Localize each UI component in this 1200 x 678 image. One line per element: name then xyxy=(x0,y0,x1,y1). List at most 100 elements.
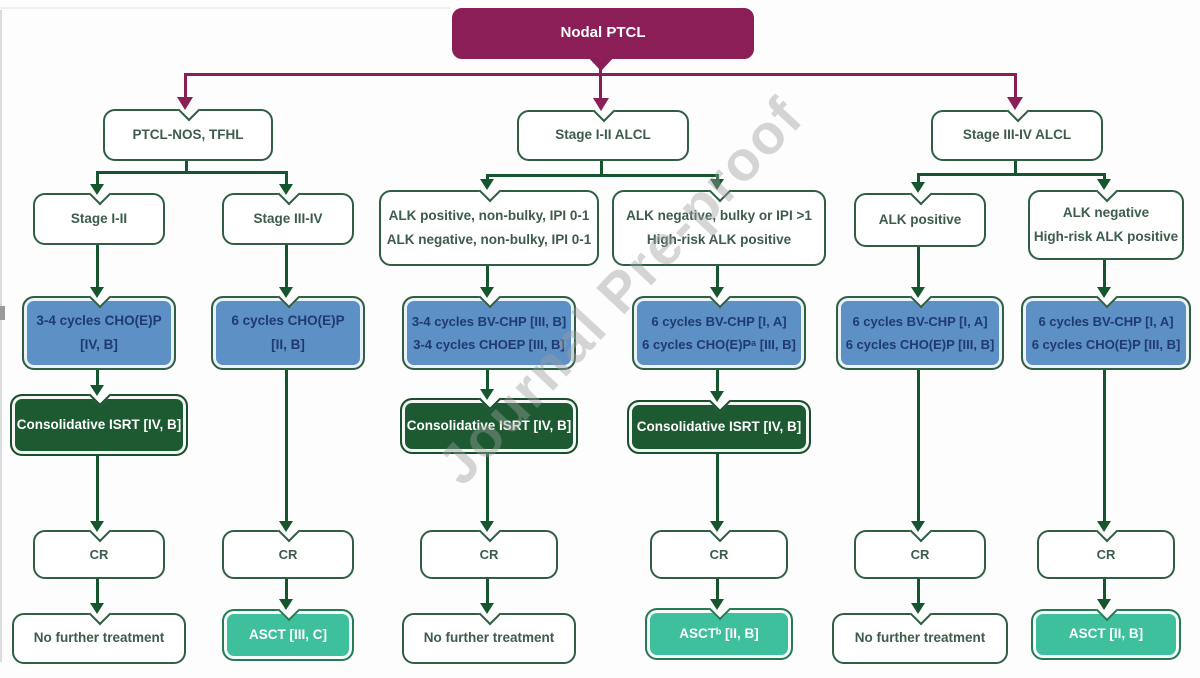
line-cr6-to-f6 xyxy=(1103,575,1106,600)
node-tx-bvchp-chop-6: 6 cycles BV-CHP [I, A] 6 cycles CHO(E)P … xyxy=(1021,285,1191,370)
line-drop-alknegb xyxy=(716,174,719,179)
node-label: CR xyxy=(278,546,298,562)
arrowhead-to-cr4 xyxy=(710,521,724,532)
node-alk-neg-bulky: ALK negative, bulky or IPI >1 High-risk … xyxy=(612,179,826,266)
line-alkneghr-to-tx6 xyxy=(1103,256,1106,288)
node-label: High-risk ALK positive xyxy=(646,232,792,247)
arrowhead-to-cr2 xyxy=(279,521,293,532)
node-cr-2: CR xyxy=(222,519,354,579)
node-label: 3-4 cycles CHO(E)P xyxy=(36,312,162,328)
node-label: 6 cycles CHO(E)P xyxy=(231,312,345,328)
node-label: ALK negative xyxy=(1062,204,1150,220)
line-drop-alkpos xyxy=(917,173,920,182)
node-label: CR xyxy=(89,546,109,562)
node-label: Nodal PTCL xyxy=(560,24,646,42)
line-root-down xyxy=(599,54,602,98)
line-drop-s34 xyxy=(285,171,288,184)
node-alk-pos-nonbulky: ALK positive, non-bulky, IPI 0-1 ALK neg… xyxy=(379,179,599,266)
node-tx-chop-iv-b: 3-4 cycles CHO(E)P [IV, B] xyxy=(22,285,176,370)
arrowhead-to-ptclnos xyxy=(177,97,193,110)
line-ptclnos-branch xyxy=(96,171,288,174)
line-root-left-drop xyxy=(184,73,187,98)
page-edge-mark xyxy=(0,306,5,320)
node-alk-positive: ALK positive xyxy=(854,182,986,247)
arrowhead-to-cr1 xyxy=(90,521,104,532)
node-asct-iii-c: ASCT [III, C] xyxy=(222,598,354,661)
node-label: [II, B] xyxy=(271,337,305,352)
line-alcl34-down xyxy=(1014,157,1017,173)
node-label: ALK positive xyxy=(878,211,962,227)
line-cr4-to-f4 xyxy=(716,575,719,600)
arrowhead-to-isrt1 xyxy=(90,385,104,396)
node-isrt-3: Consolidative ISRT [IV, B] xyxy=(400,387,578,454)
line-root-right-drop xyxy=(1014,73,1017,98)
node-tx-bvchp-chop-a: 6 cycles BV-CHP [I, A] 6 cycles CHO(E)Pᵃ… xyxy=(632,285,806,370)
line-alkpos-to-tx5 xyxy=(917,243,920,288)
arrowhead-to-f4 xyxy=(710,599,724,610)
arrowhead-to-f3 xyxy=(480,603,494,614)
node-label: 6 cycles BV-CHP [I, A] xyxy=(852,313,988,329)
line-tx3-to-isrt3 xyxy=(486,366,489,389)
node-label: 6 cycles BV-CHP [I, A] xyxy=(1038,313,1174,329)
line-tx2-to-cr2 xyxy=(285,366,288,521)
node-asct-b-ii-b: ASCTᵇ [II, B] xyxy=(645,597,793,660)
line-alcl12-down xyxy=(600,157,603,174)
node-label: CR xyxy=(709,546,729,562)
line-tx4-to-isrt4 xyxy=(716,366,719,391)
node-label: Consolidative ISRT [IV, B] xyxy=(406,417,572,433)
line-tx5-to-cr5 xyxy=(917,366,920,521)
node-cr-5: CR xyxy=(854,519,986,579)
node-label: Stage III-IV ALCL xyxy=(962,127,1072,143)
node-label: 6 cycles CHO(E)Pᵃ [III, B] xyxy=(642,337,796,352)
node-label: High-risk ALK positive xyxy=(1033,229,1179,244)
node-stage-1-2: Stage I-II xyxy=(33,182,165,245)
arrowhead-to-tx3 xyxy=(480,287,494,298)
arrowhead-to-tx5 xyxy=(911,287,925,298)
arrowhead-to-tx1 xyxy=(90,287,104,298)
node-no-further-treatment-5: No further treatment xyxy=(832,602,1008,664)
node-alk-negative-highrisk: ALK negative High-risk ALK positive xyxy=(1028,179,1184,260)
node-label: ASCT [II, B] xyxy=(1068,626,1144,642)
node-label: ALK negative, non-bulky, IPI 0-1 xyxy=(386,232,592,247)
node-stage-3-4: Stage III-IV xyxy=(222,182,354,245)
node-label: [IV, B] xyxy=(80,337,118,352)
line-alcl12-branch xyxy=(486,174,719,177)
node-label: ASCT [III, C] xyxy=(249,626,327,642)
node-label: No further treatment xyxy=(423,630,555,646)
node-label: Stage I-II ALCL xyxy=(555,127,651,143)
line-alcl34-branch xyxy=(917,173,1106,176)
arrowhead-to-alcl34 xyxy=(1007,97,1023,110)
line-cr1-to-f1 xyxy=(96,575,99,604)
line-tx6-to-cr6 xyxy=(1103,366,1106,521)
node-tx-bvchp-choep: 3-4 cycles BV-CHP [III, B] 3-4 cycles CH… xyxy=(402,285,576,370)
line-drop-s12 xyxy=(96,171,99,184)
line-s34-to-tx2 xyxy=(285,241,288,288)
node-label: 6 cycles CHO(E)P [III, B] xyxy=(1031,337,1181,352)
node-label: CR xyxy=(479,546,499,562)
node-label: CR xyxy=(910,546,930,562)
node-cr-1: CR xyxy=(33,519,165,579)
line-cr5-to-f5 xyxy=(917,575,920,604)
line-drop-alkposnb xyxy=(486,174,489,179)
node-label: 3-4 cycles BV-CHP [III, B] xyxy=(411,313,567,329)
node-label: 3-4 cycles CHOEP [III, B] xyxy=(413,337,565,352)
node-stage-1-2-alcl: Stage I-II ALCL xyxy=(517,99,689,161)
node-no-further-treatment-3: No further treatment xyxy=(402,602,576,664)
node-label: 6 cycles BV-CHP [I, A] xyxy=(651,313,787,329)
node-cr-6: CR xyxy=(1037,519,1175,579)
node-cr-4: CR xyxy=(650,519,788,579)
line-s12-to-tx1 xyxy=(96,241,99,288)
node-tx-bvchp-chop-5: 6 cycles BV-CHP [I, A] 6 cycles CHO(E)P … xyxy=(836,285,1004,370)
node-label: Stage I-II xyxy=(70,210,128,226)
line-cr2-to-f2 xyxy=(285,575,288,600)
node-label: ALK positive, non-bulky, IPI 0-1 xyxy=(388,207,590,223)
arrowhead-to-alcl12 xyxy=(593,98,609,111)
line-cr3-to-f3 xyxy=(486,575,489,604)
node-label: Stage III-IV xyxy=(253,210,323,226)
line-tx1-to-isrt1 xyxy=(96,366,99,386)
node-asct-ii-b: ASCT [II, B] xyxy=(1031,598,1181,660)
page-edge-line xyxy=(0,10,2,662)
arrowhead-to-cr6 xyxy=(1097,521,1111,532)
arrowhead-to-s34 xyxy=(279,184,293,195)
line-ptclnos-down xyxy=(185,157,188,171)
